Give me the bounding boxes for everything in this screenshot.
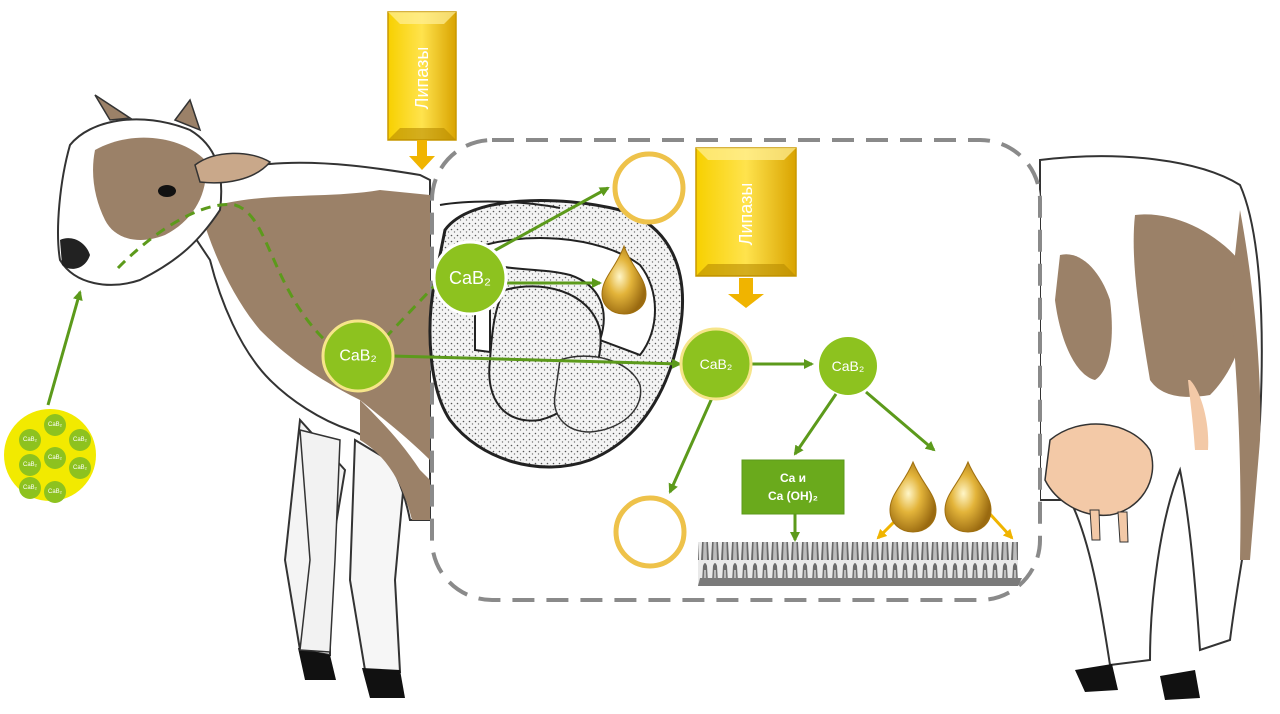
pellet-label: CaB₂ [23,462,38,468]
ca-box-line2: Ca (OH)₂ [768,489,818,503]
oil-drop-icon [601,244,647,315]
cow-illustration [57,94,431,698]
oil-drop-icon [944,460,992,533]
node-body-label: CaB₂ [339,348,376,365]
empty-ring-icon [613,495,687,569]
node-rumen-label: CaB₂ [449,268,491,288]
pellet-label: CaB₂ [23,485,38,491]
node-center: CaB₂ [679,327,753,401]
node-center-label: CaB₂ [700,356,733,372]
intestinal-villi-illustration [698,542,1022,586]
flow-arrows [46,186,936,542]
dashed-body-to-rumen [383,280,440,340]
lipase-down-arrow-inner [728,278,764,308]
calcium-box: Ca и Ca (OH)₂ [741,459,845,515]
pellet [69,429,91,451]
pellet [19,429,41,451]
arrow-center-to-lower-ring [668,397,714,494]
pellet [44,414,66,436]
pellet [19,454,41,476]
pellet [19,477,41,499]
node-rumen: CaB₂ [432,240,508,316]
pellet-label: CaB₂ [23,437,38,443]
pellet [44,481,66,503]
lipase-label-top: Липазы [387,11,457,141]
node-right-label: CaB₂ [832,358,865,374]
oil-drop-icon [889,460,937,533]
pellet [69,457,91,479]
arrow-right-to-box [793,393,838,456]
ca-box-line1: Ca и [780,471,806,485]
pellet [44,447,66,469]
pellet-label: CaB₂ [73,465,88,471]
arrow-rumen-node-to-ring [491,186,610,254]
empty-ring-icon [612,151,686,225]
pellet-label: CaB₂ [48,455,63,461]
pellet-label: CaB₂ [48,489,63,495]
arrow-body-to-center [391,354,682,369]
lipase-down-arrow-top [409,140,435,170]
arrow-right-to-drops [865,390,936,452]
node-body: CaB₂ [321,319,395,393]
cow-hindquarters-illustration [1039,155,1263,700]
arrow-pellets-to-mouth [46,290,83,406]
lipase-inner-text: Липазы [736,183,756,246]
lipase-label-inner: Липазы [695,147,797,277]
pellet-cluster-icon: CaB₂ CaB₂ CaB₂ CaB₂ CaB₂ CaB₂ CaB₂ CaB₂ [4,409,96,503]
arrow-drop-right [988,512,1014,540]
node-right: CaB₂ [819,337,877,395]
feed-path-dashed [116,203,332,347]
lipase-top-text: Липазы [412,47,432,110]
pellet-label: CaB₂ [48,422,63,428]
pellet-label: CaB₂ [73,437,88,443]
